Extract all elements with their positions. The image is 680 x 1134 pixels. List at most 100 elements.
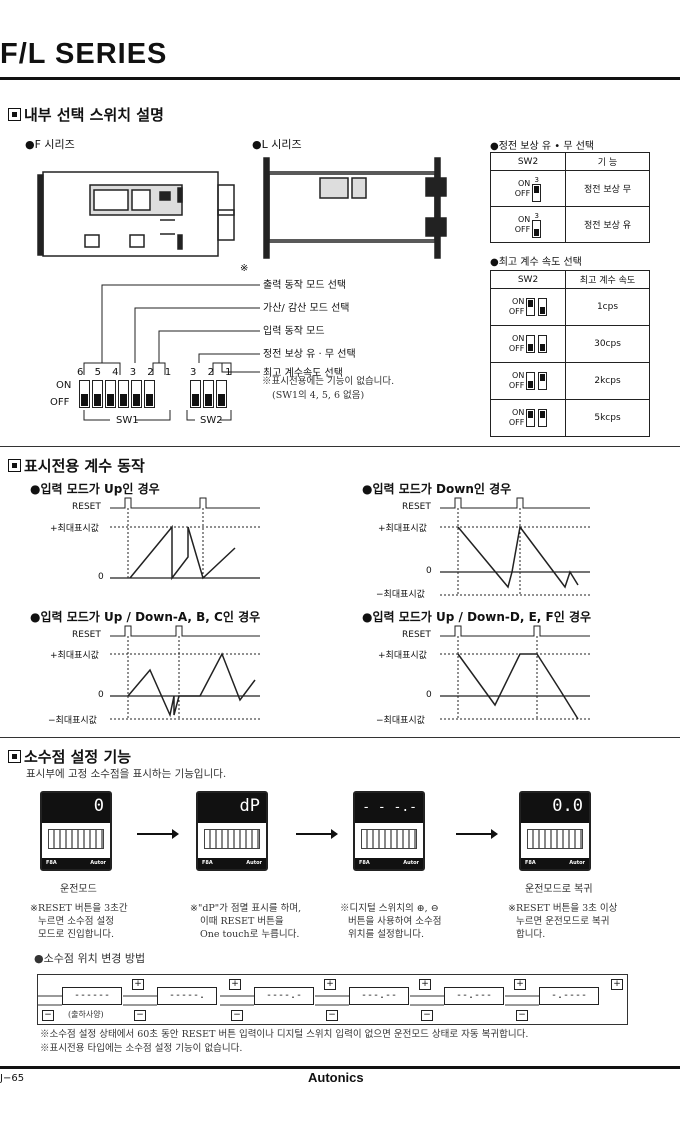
divider [0, 446, 680, 447]
chart-label: RESET [72, 502, 101, 512]
up-key-icon: + [514, 979, 526, 990]
chart-label: +최대표시값 [50, 651, 99, 661]
device-brand: Autor [403, 860, 419, 866]
power-table-title: ●정전 보상 유 • 무 선택 [490, 141, 595, 152]
decimal-position-1: ------ [62, 987, 122, 1005]
timing-diagrams [110, 497, 590, 720]
sw2-label: SW2 [200, 415, 223, 426]
switch-number: 4 [112, 367, 119, 378]
page-title: F/L SERIES [0, 38, 168, 70]
th: 기 능 [565, 152, 650, 171]
chart-label: −최대표시값 [376, 716, 425, 726]
switch-number: 3 [129, 367, 137, 378]
chart-title-updown-def: ●입력 모드가 Up / Down-D, E, F인 경우 [362, 610, 592, 624]
divider [0, 737, 680, 738]
sw1-dip-switches [79, 380, 155, 408]
chart-label: −최대표시값 [376, 590, 425, 600]
callout-speed: 최고 계수속도 선택 [263, 368, 343, 379]
decimal-position-5: --.--- [444, 987, 504, 1005]
down-key-icon: − [421, 1010, 433, 1021]
section-title-counting: 표시전용 계수 동작 [8, 455, 145, 476]
switch-number: 6 [77, 367, 84, 378]
down-key-icon: − [134, 1010, 146, 1021]
chart-label: +최대표시값 [378, 524, 427, 534]
change-method-title: ●소수점 위치 변경 방법 [34, 952, 146, 965]
up-key-icon: + [324, 979, 336, 990]
chart-down [440, 497, 590, 596]
device-model: F8A [46, 860, 57, 866]
arrow-icon [456, 829, 498, 839]
switch-number: 1 [164, 367, 172, 378]
section-title-switch: 내부 선택 스위치 설명 [8, 104, 164, 125]
callout-memory: 정전 보상 유 · 무 선택 [263, 349, 356, 360]
page-number: J−65 [0, 1073, 25, 1084]
device-model: F8A [202, 860, 213, 866]
arrow-icon [137, 829, 179, 839]
note-display-type: ※표시전용 타입에는 소수점 설정 기능이 없습니다. [40, 1043, 243, 1054]
function-cell: 정전 보상 유 [565, 206, 650, 243]
switch-callout-lines [83, 284, 260, 421]
decimal-position-3: ----.- [254, 987, 314, 1005]
sw2-dip-switches [190, 380, 227, 408]
th: SW2 [490, 152, 566, 171]
note-display-only: ※표시전용에는 기능이 없습니다. [262, 376, 395, 387]
decimal-position-2: -----. [157, 987, 217, 1005]
note-auto-return: ※소수점 설정 상태에서 60초 동안 RESET 버튼 입력이나 디지털 스위… [40, 1029, 529, 1040]
device-drawings [37, 157, 447, 259]
chart-up [110, 497, 260, 581]
down-key-icon: − [326, 1010, 338, 1021]
device-model: F8A [525, 860, 536, 866]
intro-text: 표시부에 고정 소수점을 표시하는 기능입니다. [26, 768, 227, 780]
asterisk: ※ [240, 263, 249, 274]
switch-number: 3 [190, 367, 197, 378]
switch-number: 1 [225, 367, 232, 378]
switch-number: 2 [147, 367, 154, 378]
f-series-label: ●F 시리즈 [25, 138, 75, 151]
chart-label: 0 [98, 690, 104, 700]
note-sw1: (SW1의 4, 5, 6 없음) [272, 390, 365, 401]
chart-label: RESET [402, 502, 431, 512]
chart-updown-abc [110, 625, 260, 720]
switch-number: 2 [207, 367, 214, 378]
callout-input-mode: 입력 동작 모드 [263, 326, 325, 337]
chart-label: 0 [98, 572, 104, 582]
step-caption: 운전모드 [60, 884, 97, 895]
up-key-icon: + [419, 979, 431, 990]
f-series-drawing [37, 171, 235, 257]
chart-label: −최대표시값 [48, 716, 97, 726]
footer-divider [0, 1066, 680, 1069]
arrow-icon [296, 829, 338, 839]
chart-label: RESET [72, 630, 101, 640]
sw1-numbers: 6 5 4 3 2 1 [77, 367, 171, 378]
chart-title-updown-abc: ●입력 모드가 Up / Down-A, B, C인 경우 [30, 610, 261, 624]
chart-label: +최대표시값 [378, 651, 427, 661]
sw2-numbers: 3 2 1 [190, 367, 232, 378]
decimal-position-6: -.---- [539, 987, 599, 1005]
down-key-icon: − [231, 1010, 243, 1021]
up-key-icon: + [132, 979, 144, 990]
chart-label: RESET [402, 630, 431, 640]
sw1-label: SW1 [116, 415, 139, 426]
on-label: ON [56, 380, 72, 391]
section-title-decimal: 소수점 설정 기능 [8, 746, 131, 767]
chart-label: 0 [426, 690, 432, 700]
down-key-icon: − [42, 1010, 54, 1021]
l-series-label: ●L 시리즈 [252, 138, 302, 151]
callout-output-mode: 출력 동작 모드 선택 [263, 280, 347, 291]
chart-title-down: ●입력 모드가 Down인 경우 [362, 482, 512, 496]
up-key-icon: + [229, 979, 241, 990]
chart-label: 0 [426, 566, 432, 576]
factory-default-label: (출하사양) [68, 1010, 104, 1019]
step-caption: 운전모드로 복귀 [525, 884, 593, 895]
decimal-flow-lines [37, 974, 628, 1025]
chart-title-up: ●입력 모드가 Up인 경우 [30, 482, 160, 496]
l-series-drawing [263, 157, 447, 259]
